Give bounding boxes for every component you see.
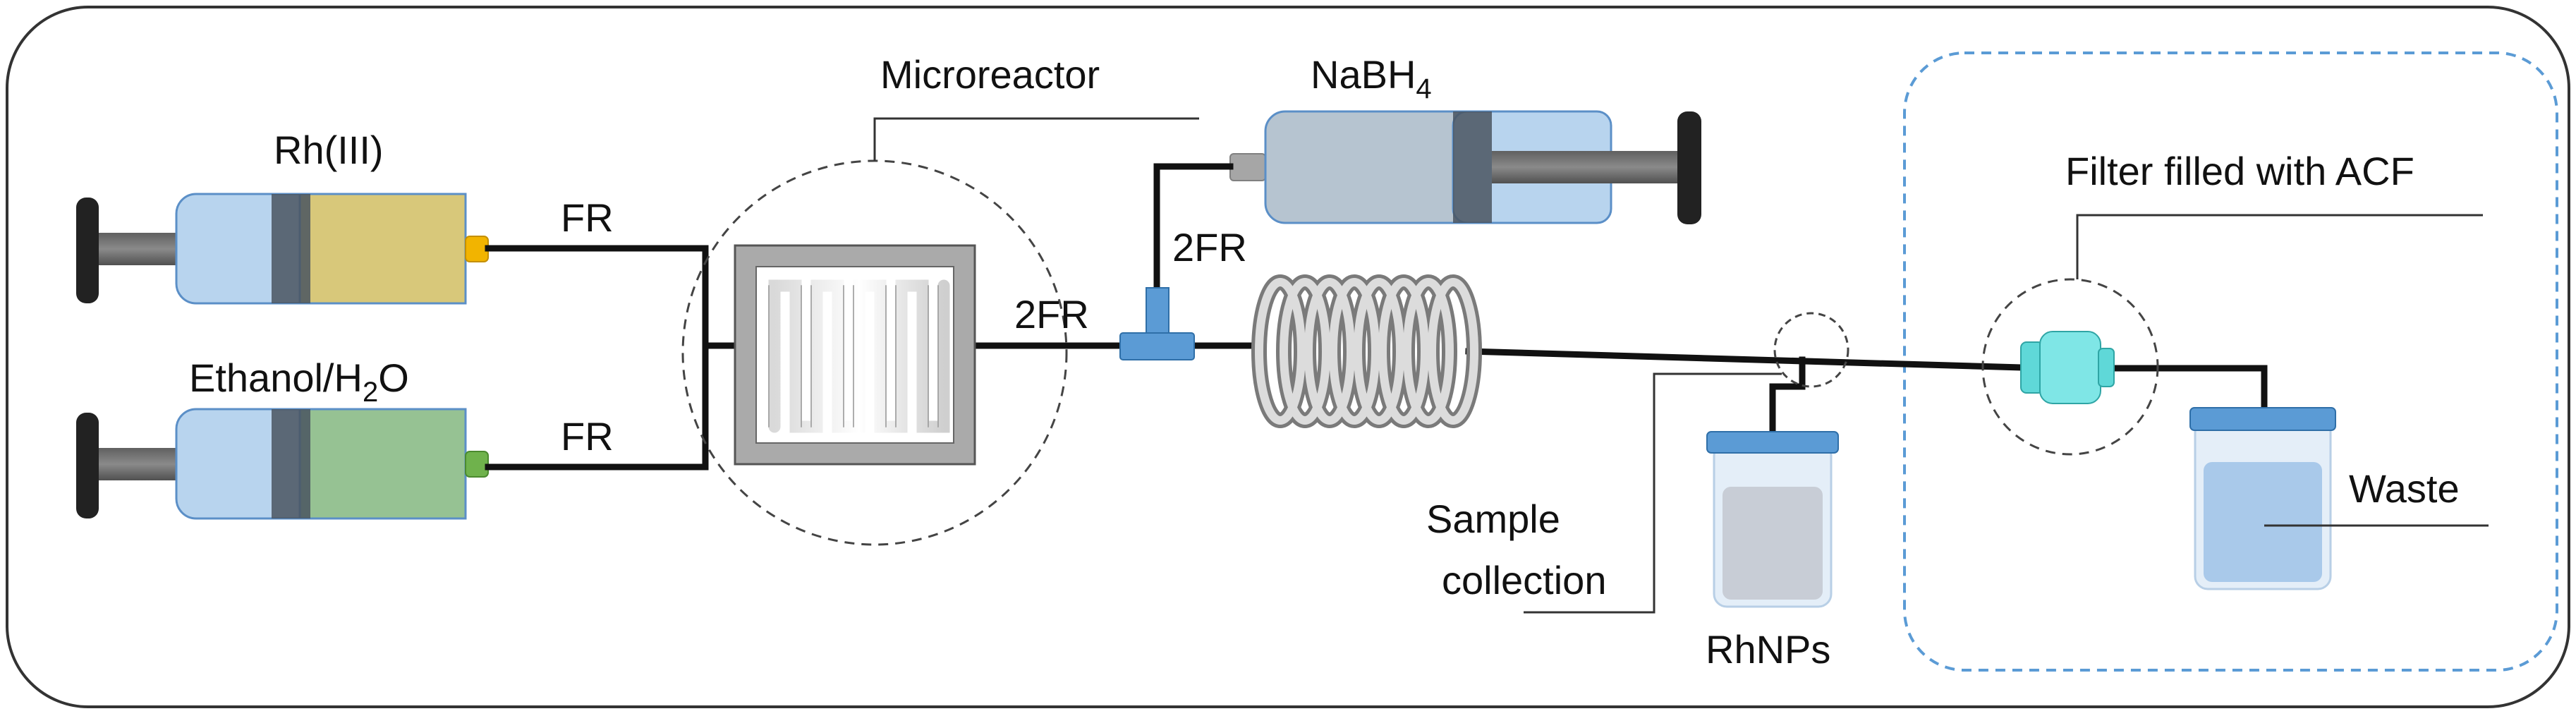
waste-vial-icon: [2189, 407, 2336, 590]
filter-highlight: [1981, 278, 2159, 456]
outer-frame: [6, 6, 2570, 708]
label-rh: Rh(III): [274, 128, 384, 172]
tubing: [485, 163, 2268, 471]
label-fr-top: FR: [561, 195, 614, 240]
microreactor-chip-icon: [734, 244, 976, 466]
ethanol-syringe-icon: [76, 408, 489, 520]
label-2fr-horizontal: 2FR: [1014, 292, 1089, 336]
label-sample-line1: Sample: [1426, 497, 1560, 541]
label-fr-bottom: FR: [561, 414, 614, 459]
rh-syringe-icon: [76, 193, 489, 305]
label-2fr-vertical: 2FR: [1172, 225, 1247, 269]
filter-cartridge-icon: [2020, 331, 2115, 404]
microreactor-leader: [873, 117, 1199, 161]
label-microreactor: Microreactor: [880, 52, 1100, 97]
label-sample-line2: collection: [1442, 558, 1606, 602]
coil-reactor-icon: [1251, 274, 1482, 428]
label-filter: Filter filled with ACF: [2065, 149, 2414, 193]
nabh4-syringe-icon: [1229, 110, 1701, 224]
filter-leader: [2076, 214, 2483, 279]
label-nabh4: NaBH4: [1311, 52, 1432, 104]
label-rhnps: RhNPs: [1706, 627, 1830, 672]
tee-connector-icon: [1119, 287, 1195, 360]
label-waste: Waste: [2349, 466, 2460, 511]
sample-junction-highlight: [1773, 312, 1849, 388]
sample-leader: [1524, 372, 1782, 614]
label-ethanol: Ethanol/H2O: [189, 356, 409, 408]
sample-vial-icon: [1706, 431, 1839, 608]
